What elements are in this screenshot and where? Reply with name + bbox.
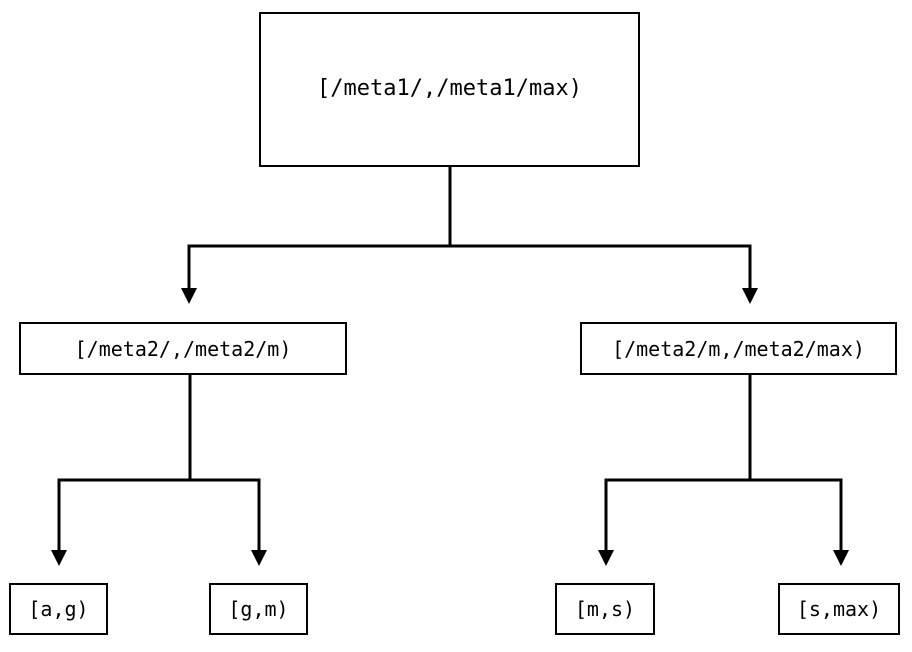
edge-root-to-meta2-low [181,167,452,304]
tree-node-meta2-high[interactable]: [/meta2/m,/meta2/max) [580,322,897,375]
tree-node-meta2-low[interactable]: [/meta2/,/meta2/m) [19,322,347,375]
tree-node-meta2-low-label: [/meta2/,/meta2/m) [74,336,292,361]
arrowhead-icon [598,550,614,566]
tree-node-meta2-high-label: [/meta2/m,/meta2/max) [612,336,865,361]
tree-node-leaf-ms-label: [m,s) [574,597,636,621]
arrowhead-icon [251,550,267,566]
tree-node-leaf-ms[interactable]: [m,s) [555,583,655,635]
tree-node-leaf-smax[interactable]: [s,max) [778,583,900,635]
tree-node-root[interactable]: [/meta1/,/meta1/max) [259,12,640,167]
arrowhead-icon [51,550,67,566]
edge-root-to-meta2-high [450,244,758,304]
tree-node-leaf-gm-label: [g,m) [228,597,289,621]
edge-meta2-high-to-leaf-ms [598,375,752,566]
arrowhead-icon [742,288,758,304]
arrowhead-icon [833,550,849,566]
tree-node-root-label: [/meta1/,/meta1/max) [317,76,582,102]
tree-node-leaf-ag-label: [a,g) [28,597,89,621]
edge-meta2-low-to-leaf-gm [190,478,267,566]
edge-meta2-low-to-leaf-ag [51,375,192,566]
tree-node-leaf-gm[interactable]: [g,m) [209,583,308,635]
tree-node-leaf-ag[interactable]: [a,g) [9,583,108,635]
edge-meta2-high-to-leaf-smax [750,478,849,566]
arrowhead-icon [181,288,197,304]
tree-node-leaf-smax-label: [s,max) [796,597,882,621]
